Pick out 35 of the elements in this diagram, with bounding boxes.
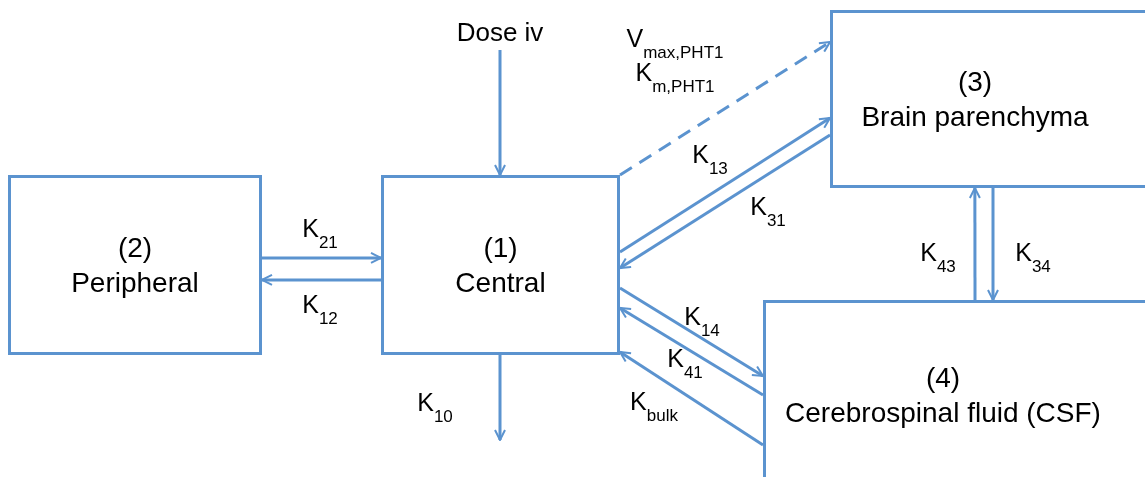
- compartment-name: Central: [455, 266, 546, 300]
- compartment-box: [8, 175, 262, 355]
- edge-label: K$_{21}$: [301, 213, 339, 246]
- edge-label: K$_{10}$: [416, 387, 454, 420]
- arrow: [619, 286, 764, 378]
- arrow: [261, 273, 381, 286]
- compartment-number: (3): [957, 65, 993, 99]
- edge-label: K$_{43}$: [919, 237, 957, 270]
- arrow: [987, 188, 999, 301]
- compartment-box: [830, 10, 1145, 188]
- arrow: [619, 40, 831, 177]
- arrow: [494, 50, 506, 176]
- arrow: [619, 306, 764, 397]
- compartment-number: (1): [483, 231, 518, 265]
- edge-label: K$_{41}$: [666, 343, 704, 376]
- arrow: [262, 252, 382, 264]
- arrow: [968, 187, 981, 300]
- edge-label: K$_{12}$: [301, 289, 339, 322]
- dose-label: Dose iv: [430, 14, 570, 50]
- arrow: [619, 133, 831, 270]
- edge-label: K$_{13}$: [691, 139, 729, 172]
- edge-label: K$_{bulk}$: [629, 386, 679, 419]
- arrow: [619, 116, 831, 254]
- compartment-number: (2): [117, 231, 153, 265]
- arrow: [494, 355, 506, 441]
- compartment-box: [381, 175, 620, 355]
- edge-label: K$_{14}$: [683, 301, 721, 334]
- compartment-name: Peripheral: [71, 266, 199, 300]
- compartment-box: [763, 300, 1145, 477]
- arrow: [619, 350, 764, 447]
- compartment-number: (4): [925, 361, 961, 395]
- compartment-name: Brain parenchyma: [861, 100, 1089, 134]
- edge-label: K$_{34}$: [1014, 237, 1052, 270]
- edge-label: K$_{31}$: [749, 191, 787, 224]
- compartment-name: Cerebrospinal fluid (CSF): [785, 396, 1101, 430]
